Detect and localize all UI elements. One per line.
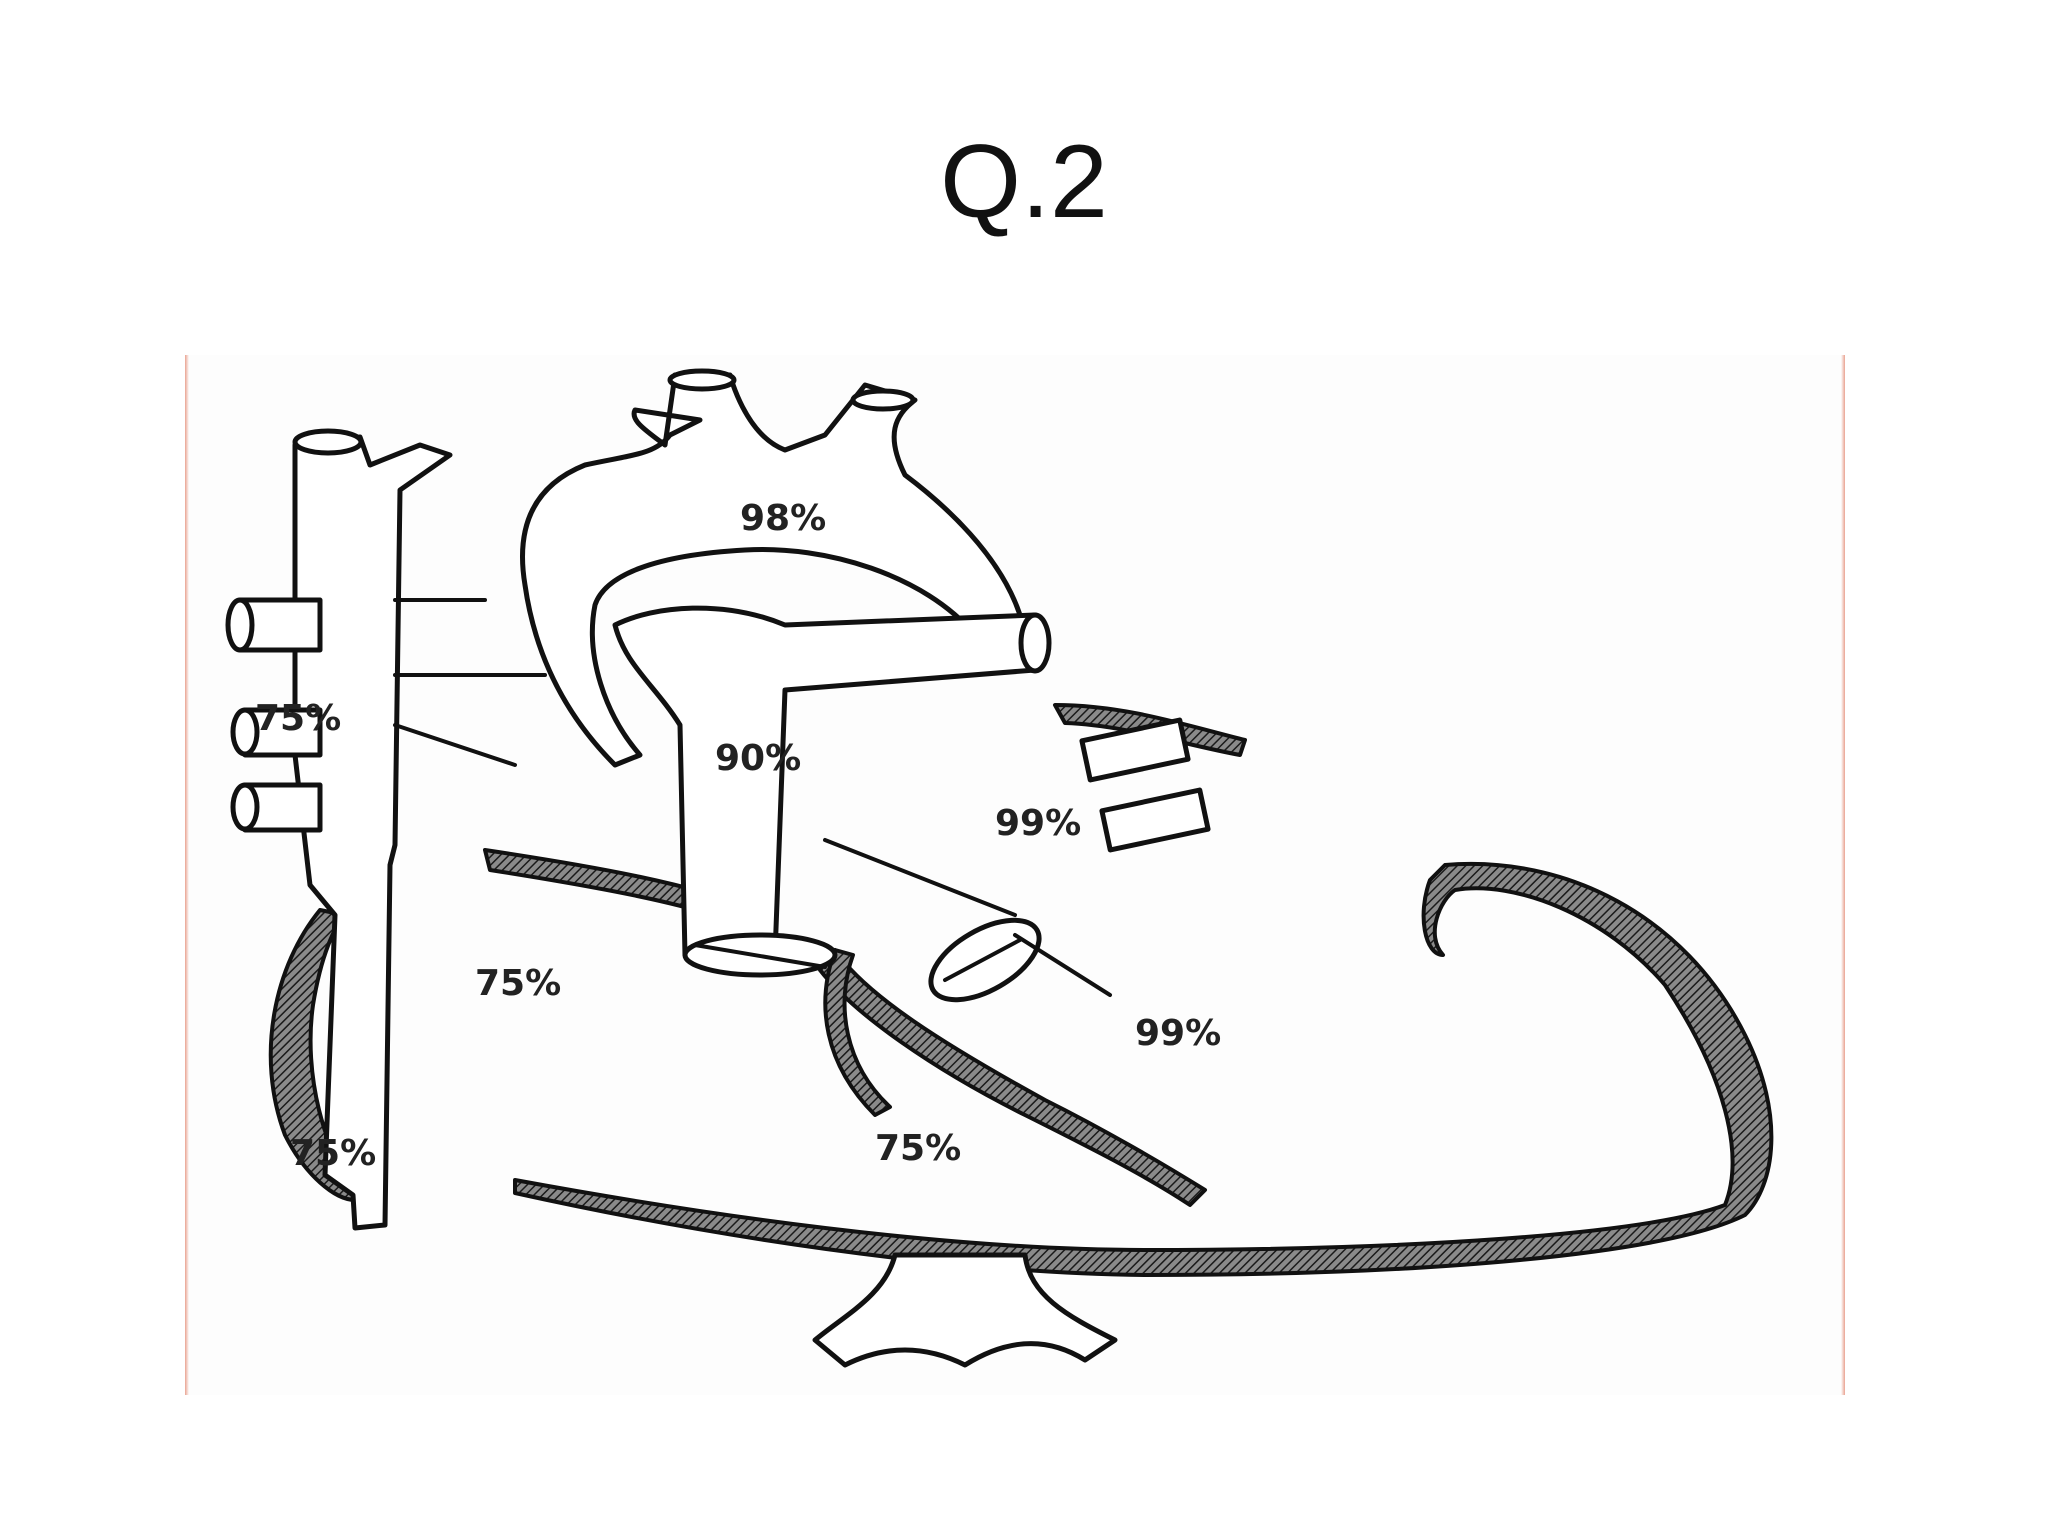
pulm-vein-2-end [230, 707, 260, 757]
svc-opening [292, 428, 364, 456]
label-left-ventricle: 99% [1135, 1013, 1221, 1054]
aortic-arch [520, 372, 1023, 768]
pulm-vein-right-2 [1099, 787, 1211, 853]
vena-cava [292, 434, 453, 1231]
heart-wall [513, 862, 1774, 1277]
label-inferior-vena-cava: 75% [290, 1133, 376, 1174]
heart-illustration: 98% 90% 75% 75% 75% 75% 99% 99% [225, 368, 1774, 1368]
heart-diagram: 98% 90% 75% 75% 75% 75% 99% 99% [185, 355, 1845, 1395]
figure-left-edge [185, 355, 189, 1395]
label-left-atrium: 99% [995, 803, 1081, 844]
pulm-vein-right-1 [1079, 717, 1191, 783]
label-aorta: 98% [740, 498, 826, 539]
svc-line-3 [393, 723, 517, 767]
label-superior-vena-cava: 75% [255, 698, 341, 739]
label-right-atrium: 75% [475, 963, 561, 1004]
la-line [823, 838, 1017, 917]
descending-vessel [812, 1252, 1118, 1368]
aortic-valve-leaflet [943, 938, 1022, 982]
brachiocephalic-opening [667, 368, 737, 392]
label-right-ventricle: 75% [875, 1128, 961, 1169]
septum-wall [818, 948, 1207, 1207]
slide-title: Q.2 [940, 124, 1108, 240]
pulm-vein-1-end [225, 597, 255, 653]
mitral-line [1013, 933, 1112, 997]
pulmonary-artery-right-opening [1018, 612, 1052, 674]
carotid-opening [850, 388, 916, 412]
figure-right-edge [1841, 355, 1845, 1395]
pulm-vein-3-end [230, 782, 260, 832]
pulmonary-valve-leaflet [693, 943, 827, 969]
label-pulmonary-artery: 90% [715, 738, 801, 779]
rv-outflow-wall [823, 948, 892, 1117]
